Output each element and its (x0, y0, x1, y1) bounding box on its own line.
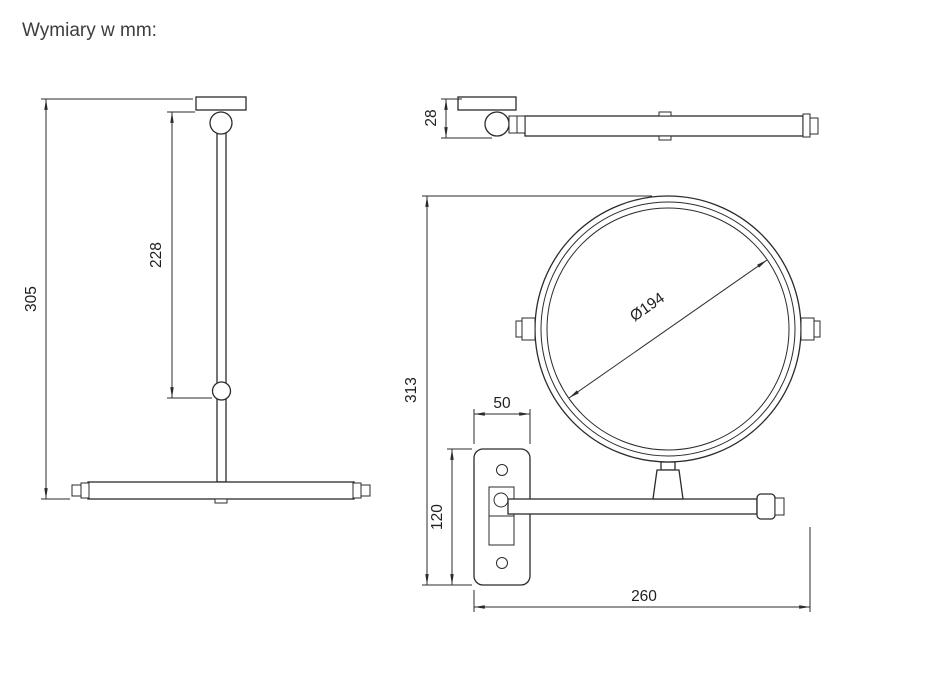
mirror-pivot-left (521, 317, 536, 341)
dim-overall-height: 305 (23, 98, 193, 500)
bar-center-nub (214, 498, 228, 504)
mirror-pivot-left-knob (515, 320, 523, 338)
mirror-neck (660, 461, 676, 471)
dim-plate-height-label: 120 (429, 504, 446, 530)
dim-arm-reach-label: 260 (631, 588, 657, 605)
mirror-pivot-right (800, 317, 815, 341)
dim-bar-diameter: 28 (423, 98, 492, 139)
dim-total-height-label: 313 (403, 377, 420, 403)
top-view-plate (457, 96, 517, 111)
mirror-elbow (652, 469, 684, 500)
top-view-right-knob (809, 117, 819, 135)
bar-right-collar (352, 482, 362, 499)
bracket-pivot (493, 492, 509, 508)
top-view-ball-joint (484, 111, 510, 137)
dim-rod-length-label: 228 (148, 242, 165, 268)
top-view-screw-top (658, 111, 672, 117)
side-view (473, 195, 821, 586)
page-title: Wymiary w mm: (22, 20, 157, 41)
dim-overall-height-label: 305 (23, 286, 40, 312)
dim-plate-height: 120 (429, 448, 472, 586)
mid-ball-joint (211, 381, 232, 401)
rod (216, 132, 227, 483)
arm-end-cap (756, 493, 776, 520)
dim-arm-reach: 260 (473, 527, 811, 612)
mirror-pivot-right-knob (813, 320, 821, 338)
bottom-bar (87, 481, 355, 500)
bar-right-knob (360, 484, 371, 497)
bar-left-collar (80, 482, 90, 499)
dim-rod-length: 228 (148, 111, 212, 399)
top-view (457, 96, 819, 141)
arm-end-knob (774, 497, 785, 516)
top-view-screw-bottom (658, 135, 672, 141)
top-view-right-collar (802, 113, 811, 138)
dim-bar-diameter-label: 28 (423, 109, 440, 126)
front-view (71, 96, 371, 504)
bar-left-knob (71, 484, 82, 497)
top-plate (195, 96, 247, 111)
swing-arm (507, 498, 758, 515)
screw-hole-bottom (496, 557, 508, 569)
top-view-bar (524, 115, 804, 137)
dim-plate-width-label: 50 (493, 395, 511, 412)
screw-hole-top (496, 464, 508, 476)
dim-total-height: 313 (403, 195, 652, 586)
dim-plate-width: 50 (473, 395, 531, 444)
top-ball-joint (209, 111, 233, 135)
